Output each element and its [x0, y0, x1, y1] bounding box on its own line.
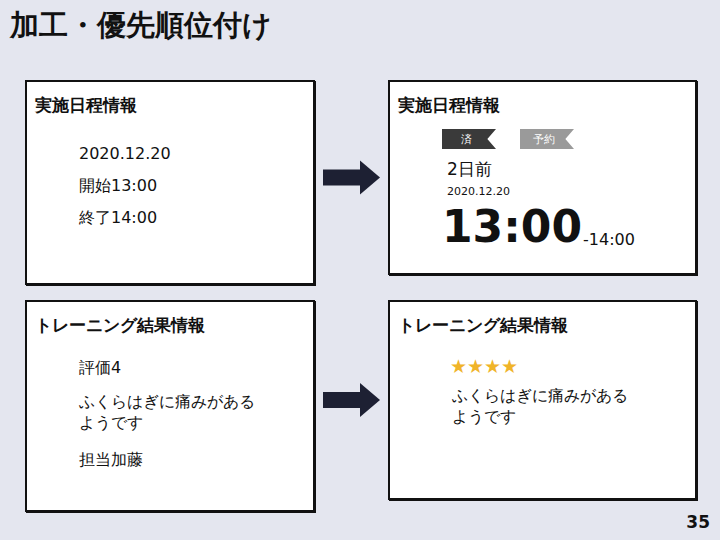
card-heading: トレーニング結果情報 — [35, 314, 205, 336]
info-card: 実施日程情報 2020.12.20 開始13:00 終了14:00 — [25, 80, 315, 285]
status-tag: 済 — [442, 129, 496, 149]
card-text: 開始13:00 — [79, 176, 157, 197]
info-card: 実施日程情報 2日前 2020.12.2013:00-14:00 済 予約 — [388, 80, 697, 275]
card-heading: トレーニング結果情報 — [398, 314, 568, 336]
card-text: 2020.12.20 — [447, 185, 510, 199]
info-card: トレーニング結果情報 ★★★★ ふくらはぎに痛みがあるようです — [388, 300, 697, 500]
card-text: -14:00 — [583, 230, 635, 251]
card-text: ふくらはぎに痛みがあるようです — [79, 392, 259, 434]
card-heading: 実施日程情報 — [398, 94, 500, 116]
card-text: 2日前 — [447, 158, 492, 180]
card-text: 終了14:00 — [79, 208, 157, 229]
card-text: 予約 — [533, 132, 561, 147]
card-text: 済 — [461, 132, 478, 147]
flow-arrow — [323, 161, 380, 195]
slide-title: 加工・優先順位付け — [10, 6, 272, 46]
card-text: 評価4 — [79, 358, 121, 379]
card-heading: 実施日程情報 — [35, 94, 137, 116]
card-text: 2020.12.20 — [79, 144, 171, 165]
card-text: 13:00 — [442, 198, 582, 255]
card-text: ★★★★ — [450, 354, 518, 379]
page-number: 35 — [686, 512, 710, 532]
flow-arrow — [323, 383, 380, 417]
info-card: トレーニング結果情報評価4 ふくらはぎに痛みがあるようです担当加藤 — [25, 300, 315, 512]
card-text: 担当加藤 — [79, 450, 143, 471]
status-tag: 予約 — [520, 129, 574, 149]
card-text: ふくらはぎに痛みがあるようです — [452, 386, 642, 428]
